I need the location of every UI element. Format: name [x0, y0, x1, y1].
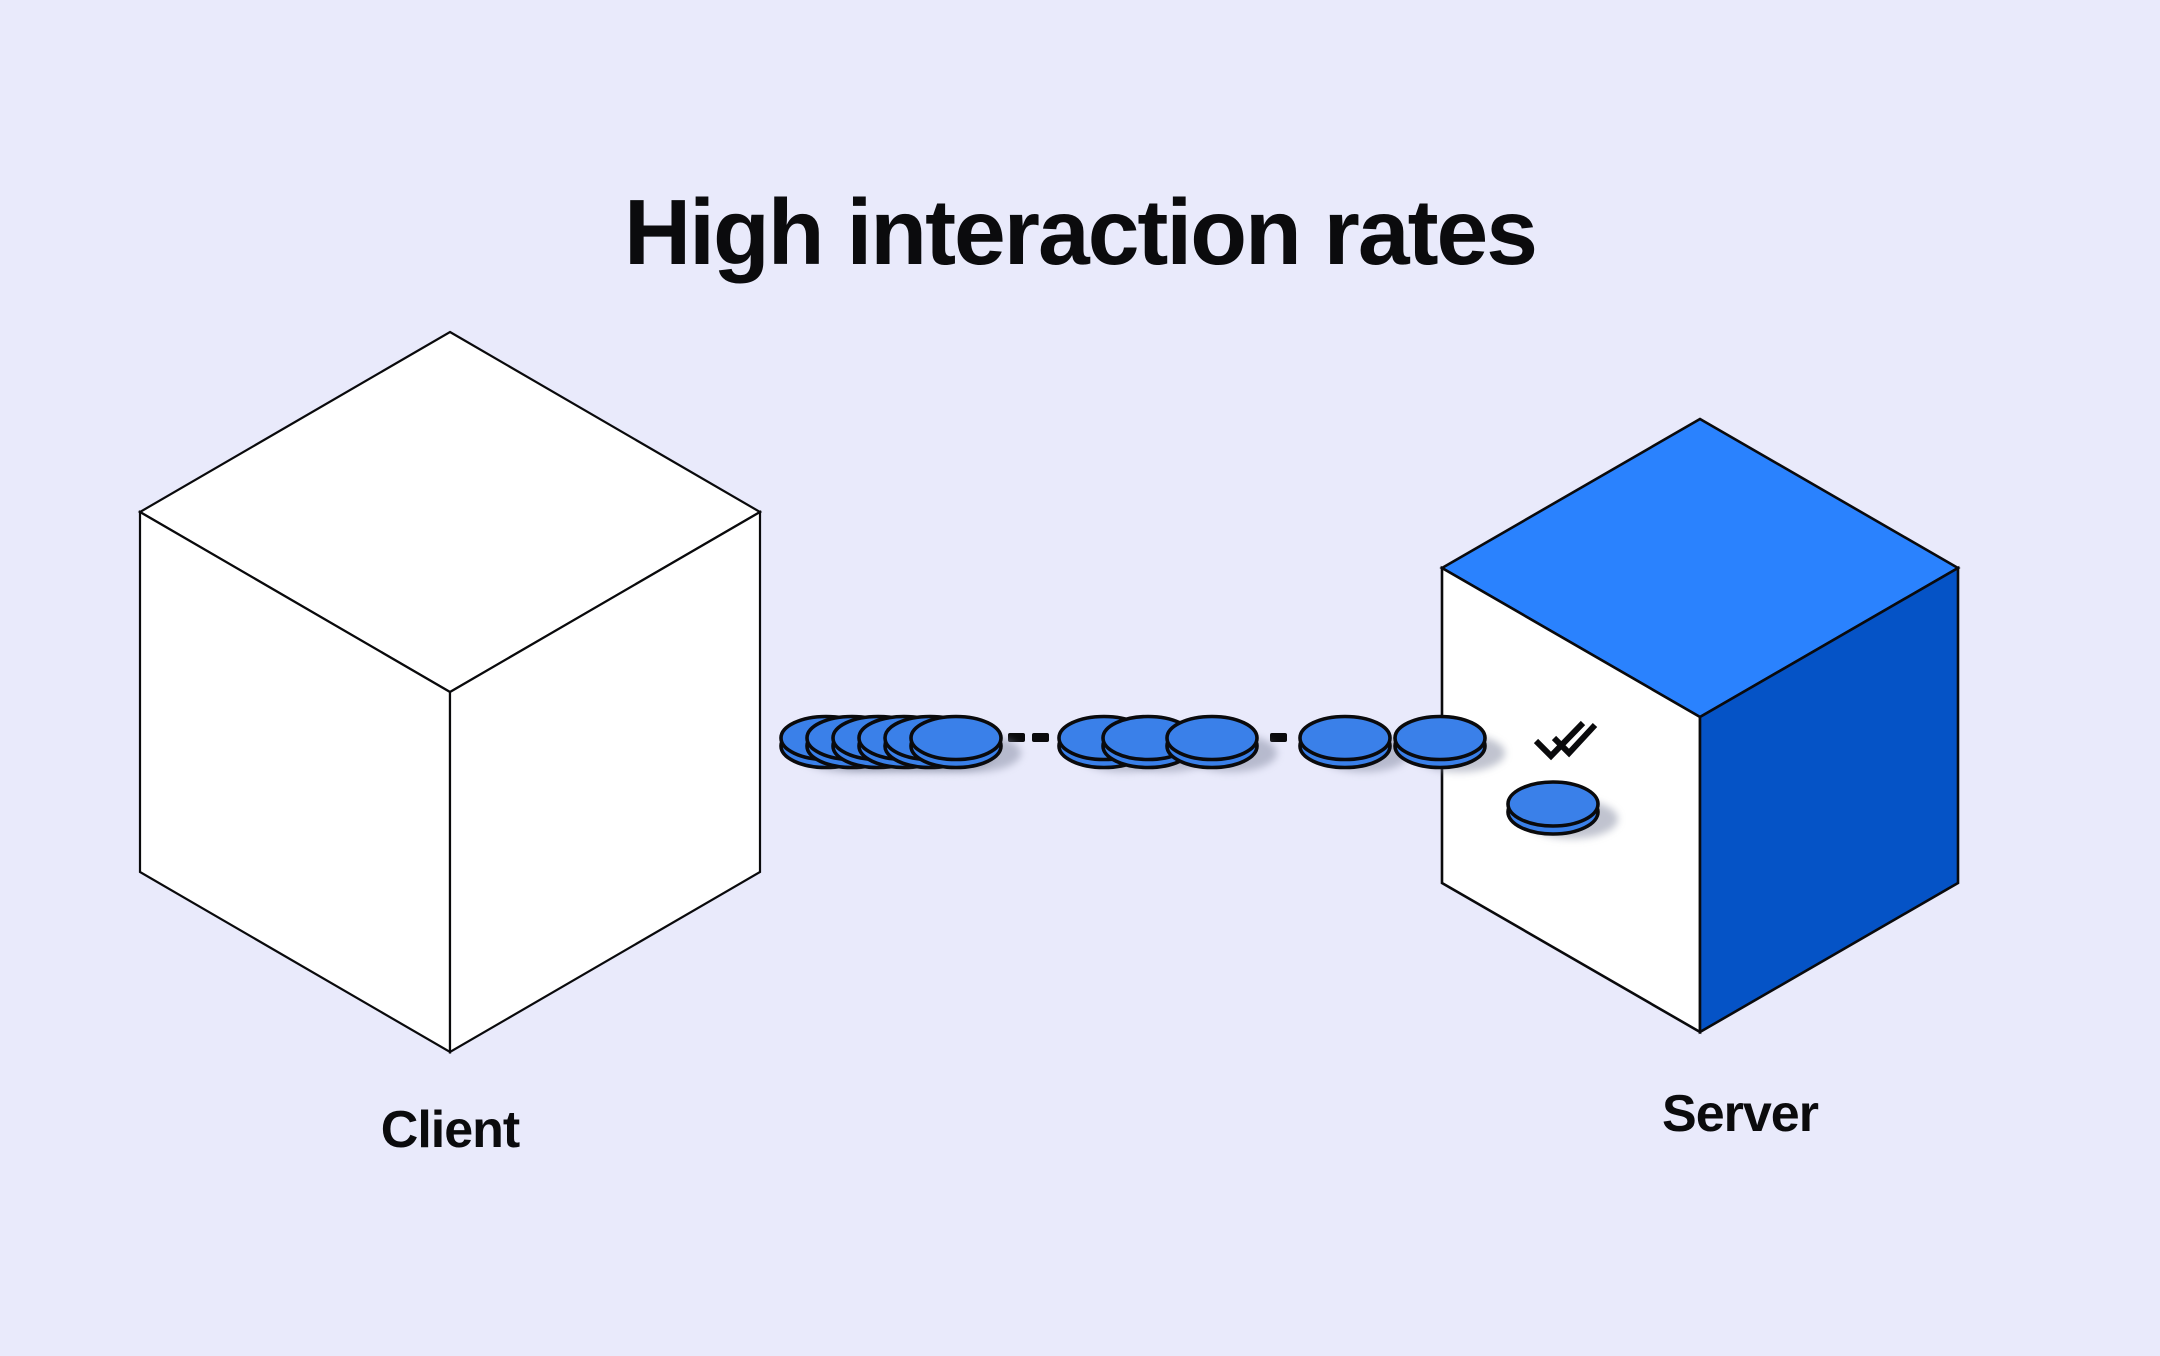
packet-coin [1298, 714, 1410, 772]
client-cube-right-face [448, 510, 762, 1054]
received-coin [1506, 780, 1618, 839]
link-dash [1270, 733, 1287, 742]
link-dash [1008, 733, 1025, 742]
packet-burst-3 [1298, 714, 1505, 772]
server-label: Server [1662, 1085, 1819, 1143]
client-cube [137, 330, 763, 1054]
packet-coin-face [909, 714, 1003, 762]
packet-coin [1165, 714, 1277, 772]
double-check-icon [1533, 720, 1598, 761]
packet-burst-2 [1057, 714, 1277, 772]
server-cube-side-face [1698, 565, 1960, 1035]
packet-coin-face [1393, 714, 1487, 762]
double-check-icon-stroke-2 [1551, 722, 1598, 758]
link-dash [1032, 733, 1049, 742]
double-check-icon-stroke-1 [1533, 720, 1586, 761]
server-cube [1439, 417, 1961, 1035]
received-packet-coin [1506, 780, 1618, 839]
client-label: Client [380, 1101, 520, 1159]
packet-flow [779, 714, 1505, 772]
packet-coin-face [1165, 714, 1259, 762]
packet-coin-face [1298, 714, 1392, 762]
dashed-link [1008, 733, 1287, 742]
received-coin-face [1506, 780, 1600, 828]
diagram-title: High interaction rates [623, 180, 1538, 284]
packet-coin [1393, 714, 1505, 772]
packet-coin [909, 714, 1021, 772]
packet-burst-1 [779, 714, 1021, 772]
